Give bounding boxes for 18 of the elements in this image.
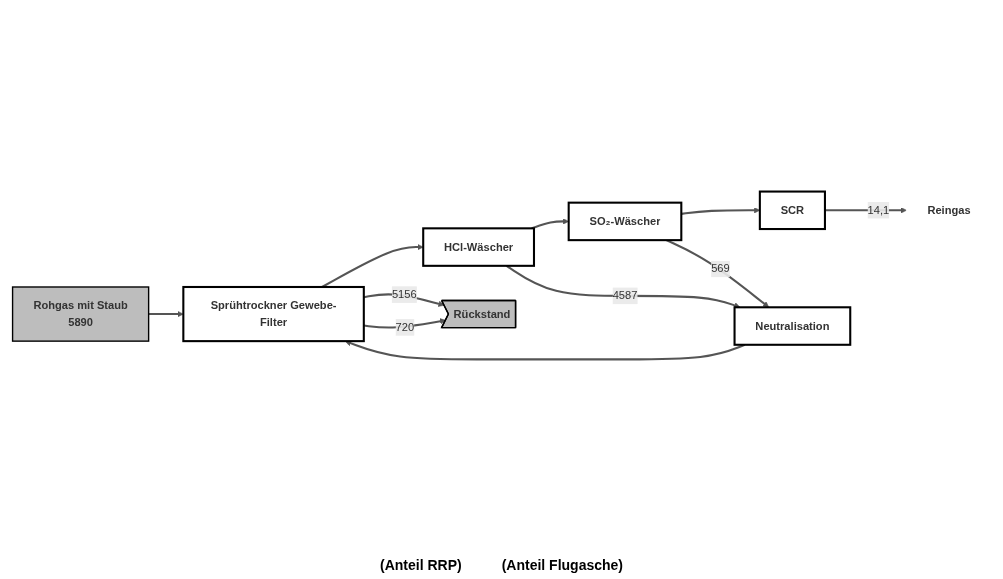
- edge-label: 5156: [391, 288, 417, 301]
- node-box: HCl-Wäscher: [421, 227, 535, 267]
- edge-label: 14,1: [867, 204, 889, 216]
- node-box: SCR: [758, 190, 826, 231]
- arrow: [321, 244, 423, 288]
- flow-note: (Anteil Flugasche): [501, 557, 623, 573]
- node-box: SO₂-Wäscher: [567, 201, 682, 242]
- edge-label: 569: [710, 262, 730, 275]
- arrow: [680, 207, 760, 215]
- node-box: Sprühtrockner Gewebe-Filter: [181, 286, 365, 343]
- node-text: Reingas: [926, 204, 971, 216]
- edge-label: 4587: [612, 289, 637, 302]
- node-box: Neutralisation: [733, 306, 851, 346]
- node-box: Rohgas mit Staub 5890: [11, 286, 149, 342]
- arrow: [363, 318, 446, 329]
- arrow: [505, 265, 740, 309]
- flow-note: (Anteil RRP): [380, 557, 462, 573]
- edge-label: 720: [395, 321, 414, 333]
